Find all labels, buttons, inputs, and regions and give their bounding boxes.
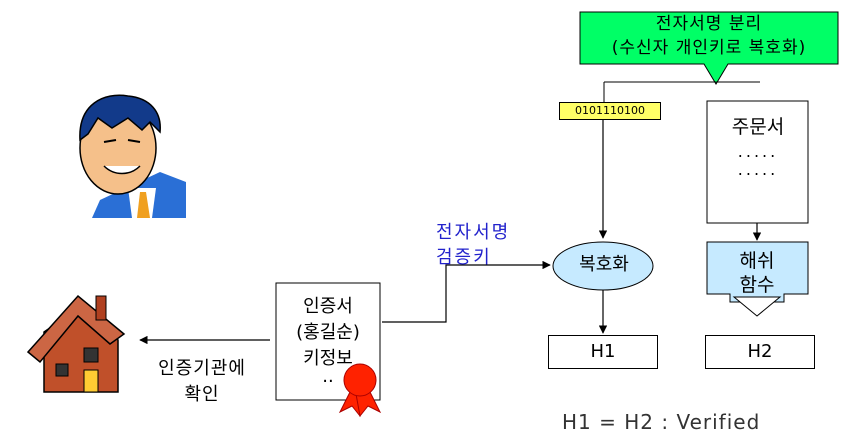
document-title: 주문서 bbox=[731, 116, 785, 138]
certificate-line-1: 인증서 bbox=[303, 296, 353, 317]
verify-key-line-2: 검증키 bbox=[436, 247, 492, 268]
verify-key-line-1: 전자서명 bbox=[436, 222, 511, 243]
h2-box: H2 bbox=[705, 335, 815, 369]
callout-line-2: (수신자 개인키로 복호화) bbox=[611, 38, 807, 58]
separation-callout-text: 전자서명 분리 (수신자 개인키로 복호화) bbox=[578, 12, 840, 60]
hash-arrow-outline bbox=[732, 296, 782, 317]
hash-label-line-2: 함수 bbox=[739, 274, 775, 296]
authority-line-2: 확인 bbox=[184, 384, 220, 405]
decrypt-label: 복호화 bbox=[579, 254, 629, 275]
certificate-line-3: 키정보 bbox=[303, 348, 353, 369]
separation-callout bbox=[579, 11, 839, 85]
bits-label: 0101110100 bbox=[559, 102, 661, 120]
callout-line-1: 전자서명 분리 bbox=[655, 14, 763, 34]
order-document-box bbox=[706, 100, 809, 224]
document-dots-2: ..... bbox=[737, 160, 779, 179]
certificate-line-4: .. bbox=[322, 366, 334, 387]
certificate-to-decrypt-arrow bbox=[382, 260, 551, 323]
h1-box: H1 bbox=[548, 335, 658, 369]
authority-line-1: 인증기관에 bbox=[158, 358, 246, 379]
house-icon bbox=[26, 294, 126, 393]
seal-icon bbox=[338, 363, 382, 418]
document-dots-1: ..... bbox=[737, 142, 779, 161]
certificate-line-2: (홍길순) bbox=[296, 322, 360, 343]
verification-result: H1 = H2 : Verified bbox=[562, 410, 761, 434]
person-icon bbox=[79, 94, 186, 218]
hash-label-line-1: 해쉬 bbox=[739, 250, 775, 272]
